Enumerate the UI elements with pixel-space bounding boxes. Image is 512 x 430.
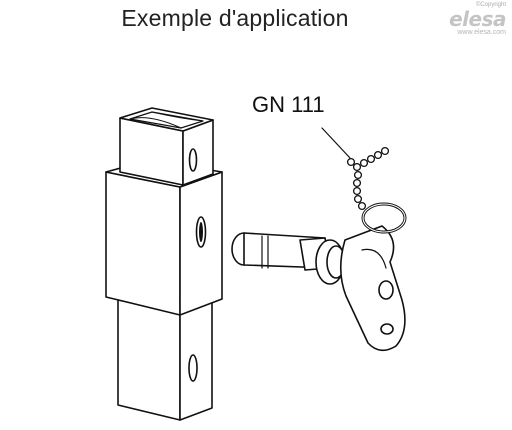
copyright-text: ©Copyright (475, 2, 506, 8)
lower-tube-hole (188, 354, 198, 382)
upper-tube (119, 107, 214, 186)
indexing-plunger (231, 202, 407, 352)
handle-pivot (378, 280, 394, 300)
page-title: Exemple d'application (121, 5, 349, 31)
brand-url: www.elesa.com (457, 29, 506, 36)
upper-tube-hole (188, 148, 198, 172)
part-label: GN 111 (252, 92, 325, 117)
outer-sleeve (105, 159, 223, 316)
handle-hole (380, 323, 394, 335)
elesa-logo: elesa (449, 7, 506, 31)
brand-watermark: ©Copyright elesa www.elesa.com (442, 2, 506, 37)
bead-chain (321, 127, 390, 211)
lower-tube (117, 299, 213, 421)
